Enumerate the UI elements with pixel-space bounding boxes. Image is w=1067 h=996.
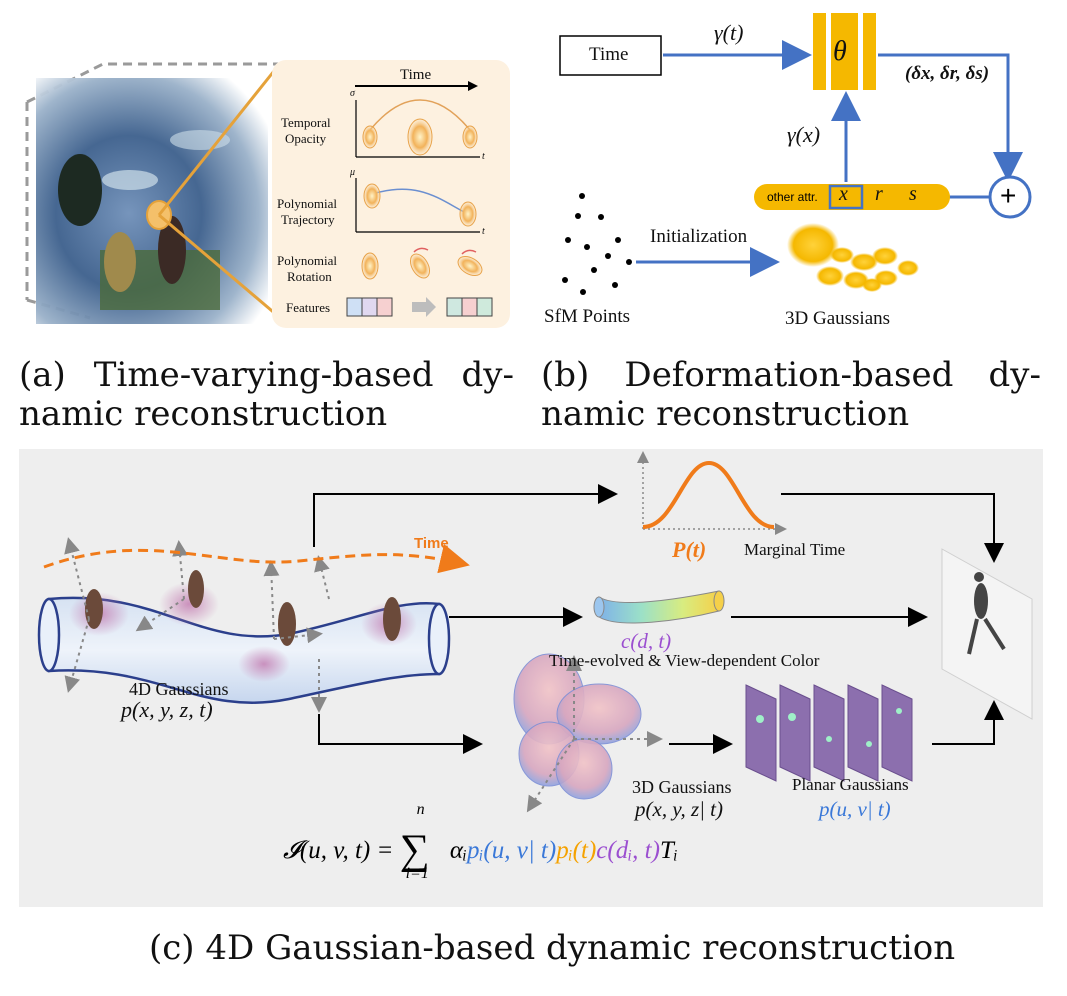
p-uv-t-label: p(u, v| t): [819, 797, 891, 821]
caption-c: (c) 4D Gaussian-based dynamic reconstruc…: [149, 928, 956, 968]
row2-label-2: Trajectory: [281, 212, 335, 227]
c-dt-label: c(d, t): [621, 629, 672, 653]
sfm-points: [562, 193, 632, 295]
equation: 𝓘(u, v, t) = n ∑ i=1 αᵢpᵢ(u, v| t)pᵢ(t)c…: [283, 801, 678, 882]
eq-p-t: pᵢ(t): [556, 837, 597, 865]
row3-label-1: Polynomial: [277, 253, 337, 268]
deltas-label: (δx, δr, δs): [905, 63, 990, 84]
time-box-label: Time: [589, 44, 629, 65]
other-attr-label: other attr.: [767, 190, 818, 204]
gaussians-3d-label-c: 3D Gaussians: [632, 777, 732, 797]
row1-axis-x: t: [482, 151, 485, 162]
eq-lhs: 𝓘(u, v, t) =: [283, 837, 400, 865]
gamma-x-label: γ(x): [787, 122, 821, 147]
eq-T: Tᵢ: [659, 837, 678, 865]
row1-label-2: Opacity: [285, 131, 327, 146]
row1-axis-y: σ: [350, 88, 355, 99]
features-label: Features: [286, 300, 331, 315]
eq-sum-top: n: [416, 801, 425, 818]
planar-gaussian-planes: [745, 684, 913, 782]
panel-c-figure: [37, 451, 1033, 813]
time-label-c: Time: [414, 535, 449, 552]
caption-b-line2: namic reconstruction: [541, 394, 910, 434]
eq-p-uv: pᵢ(u, v| t): [466, 837, 557, 865]
row2-label-1: Polynomial: [277, 196, 337, 211]
sfm-points-label: SfM Points: [544, 306, 631, 327]
marginal-time-label: Marginal Time: [744, 540, 846, 559]
panel-c: Time 4D Gaussians p(x, y, z, t) P(t) Mar…: [19, 449, 1043, 907]
caption-a-line1: (a) Time-varying-based dy-: [19, 355, 514, 395]
row1-label-1: Temporal: [281, 115, 331, 130]
p-t-label: P(t): [672, 537, 707, 562]
gaussians-4d-label: 4D Gaussians: [129, 679, 229, 699]
eq-alpha: αᵢ: [449, 837, 467, 865]
eq-sum-bottom: i=1: [405, 865, 429, 882]
row2-axis-x: t: [482, 226, 485, 237]
theta-label: θ: [833, 36, 847, 67]
panel-a-figure: [25, 60, 510, 328]
eq-sum: n ∑ i=1: [399, 801, 430, 882]
attr-r: r: [875, 183, 883, 205]
color-label: Time-evolved & View-dependent Color: [549, 651, 820, 670]
panel-a: Time Temporal Opacity σ t Polynomial Tra…: [0, 0, 520, 340]
attr-s: s: [909, 183, 917, 205]
planar-label: Planar Gaussians: [792, 775, 909, 794]
row2-axis-y: μ: [350, 167, 356, 178]
caption-a-line2: namic reconstruction: [19, 394, 388, 434]
p-xyz-t-label: p(x, y, z| t): [635, 797, 723, 821]
panel-b-figure: [559, 13, 1032, 295]
attr-x: x: [839, 183, 848, 205]
gaussians-3d-label-b: 3D Gaussians: [785, 308, 891, 329]
gamma-t-label: γ(t): [714, 20, 744, 45]
p-xyzt-label: p(x, y, z, t): [121, 697, 213, 722]
detail-card: [272, 60, 510, 328]
row3-label-2: Rotation: [287, 269, 332, 284]
caption-b-line1: (b) Deformation-based dy-: [541, 355, 1041, 395]
plus-icon: +: [1000, 180, 1017, 211]
eq-c: c(dᵢ, t): [596, 837, 660, 865]
initialization-label: Initialization: [650, 226, 748, 247]
panel-b: Time γ(t) θ (δx, δr, δs) γ(x) other attr…: [530, 0, 1060, 340]
time-label-a: Time: [400, 67, 432, 83]
gaussian-blobs: [787, 223, 919, 292]
